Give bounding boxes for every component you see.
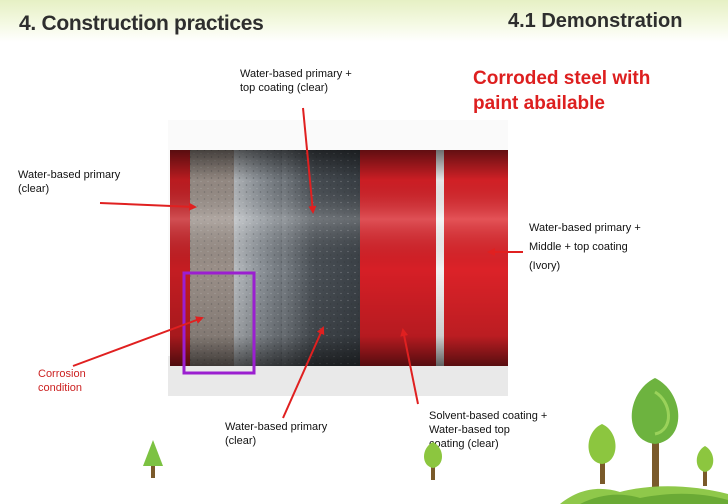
label-right-line-2: Middle + top coating xyxy=(529,241,628,253)
label-corrosion-line-1: Corrosion xyxy=(38,368,86,380)
pipe-photo xyxy=(168,120,508,396)
label-top-line-1: Water-based primary + xyxy=(240,68,352,80)
label-top: Water-based primary + top coating (clear… xyxy=(240,67,352,95)
headline-line-1: Corroded steel with xyxy=(473,68,651,89)
tree-icon xyxy=(588,424,616,484)
label-left-line-2: (clear) xyxy=(18,183,50,195)
label-left: Water-based primary (clear) xyxy=(18,168,120,196)
label-bottom-left: Water-based primary (clear) xyxy=(225,420,327,448)
header-bar: 4. Construction practices 4.1 Demonstrat… xyxy=(0,0,728,42)
tree-icon xyxy=(631,378,679,488)
label-bottom-right-line-2: Water-based top xyxy=(429,424,510,436)
grass-shape xyxy=(560,486,728,504)
label-corrosion: Corrosion condition xyxy=(38,367,86,395)
headline: Corroded steel with paint abailable xyxy=(473,66,650,116)
label-left-line-1: Water-based primary xyxy=(18,169,121,181)
tree-icon xyxy=(143,440,163,478)
label-corrosion-line-2: condition xyxy=(38,382,83,394)
slide-title: 4. Construction practices xyxy=(19,12,264,35)
tree-icon xyxy=(696,446,714,486)
label-top-line-2: top coating (clear) xyxy=(240,82,329,94)
label-bottom-right: Solvent-based coating + Water-based top … xyxy=(429,409,547,451)
label-bottom-left-line-2: (clear) xyxy=(225,435,257,447)
label-bottom-right-line-1: Solvent-based coating + xyxy=(429,410,548,422)
label-bottom-right-line-3: coating (clear) xyxy=(429,438,499,450)
headline-line-2: paint abailable xyxy=(473,93,605,114)
label-right-line-1: Water-based primary + xyxy=(529,222,641,234)
label-bottom-left-line-1: Water-based primary xyxy=(225,421,328,433)
section-title: 4.1 Demonstration xyxy=(508,10,683,32)
label-right: Water-based primary + Middle + top coati… xyxy=(529,219,641,276)
label-right-line-3: (Ivory) xyxy=(529,260,561,272)
